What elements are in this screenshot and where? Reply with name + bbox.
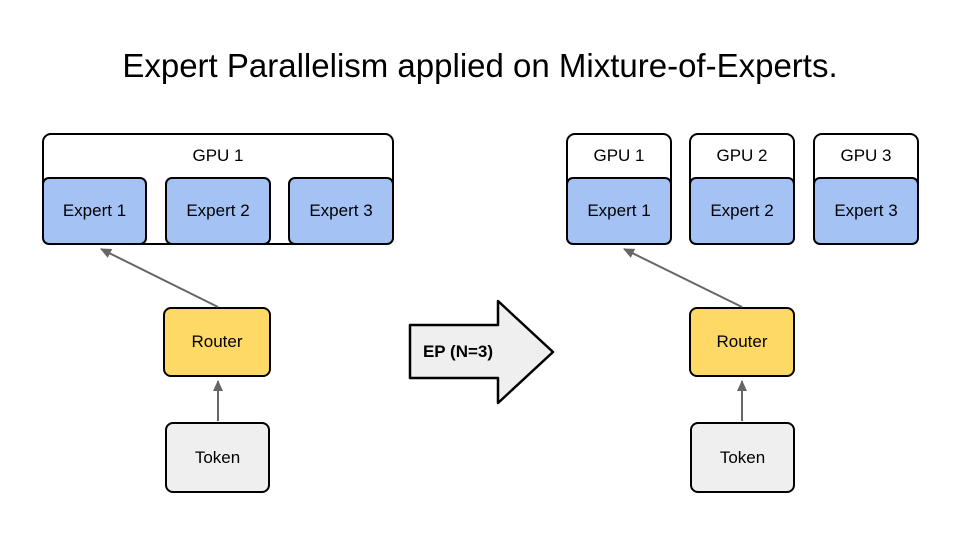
after-gpu-label-2: GPU 2: [716, 146, 768, 165]
before-expert-2: Expert 2: [165, 177, 271, 245]
after-router-to-expert1-arrow: [623, 248, 743, 308]
before-gpu-label: GPU 1: [192, 146, 244, 165]
before-expert-3: Expert 3: [288, 177, 394, 245]
before-expert-1: Expert 1: [42, 177, 147, 245]
slide-title: Expert Parallelism applied on Mixture-of…: [122, 47, 838, 84]
before-token-box: Token: [165, 422, 270, 493]
after-gpu-label-1: GPU 1: [593, 146, 645, 165]
after-expert-3: Expert 3: [813, 177, 919, 245]
after-gpu-label-3: GPU 3: [840, 146, 892, 165]
after-expert-2: Expert 2: [689, 177, 795, 245]
after-expert-1: Expert 1: [566, 177, 672, 245]
before-router-to-expert1-arrow: [100, 248, 219, 308]
ep-arrow-label: EP (N=3): [422, 342, 494, 361]
after-token-box: Token: [690, 422, 795, 493]
before-router-box: Router: [163, 307, 271, 377]
after-router-box: Router: [689, 307, 795, 377]
